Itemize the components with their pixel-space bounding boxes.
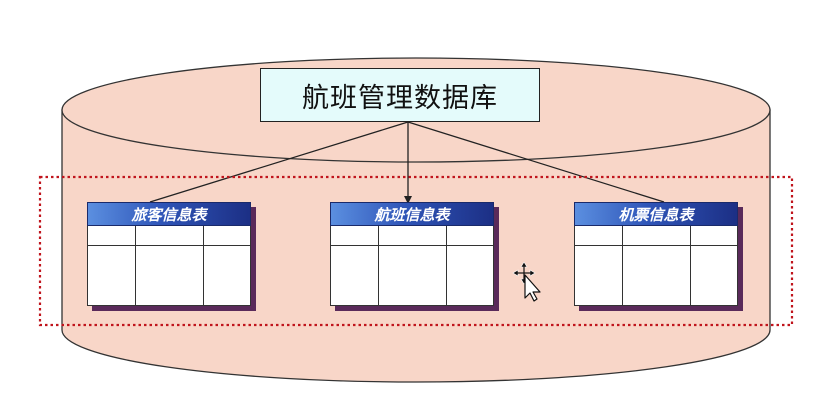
table-cell — [204, 226, 250, 246]
connector-center-arrowhead — [404, 196, 412, 204]
table-grid — [330, 226, 494, 306]
table-cell — [623, 226, 691, 246]
table-cell — [447, 226, 493, 246]
table-cell — [88, 246, 136, 305]
table-flight-info[interactable]: 航班信息表 — [330, 202, 494, 306]
connector-left — [149, 121, 409, 203]
table-cell — [331, 226, 379, 246]
table-grid — [574, 226, 738, 306]
table-cell — [691, 226, 737, 246]
table-title: 旅客信息表 — [131, 205, 207, 224]
move-cursor-icon — [512, 262, 541, 302]
table-cell — [136, 226, 204, 246]
table-header: 航班信息表 — [330, 202, 494, 226]
table-ticket-info[interactable]: 机票信息表 — [574, 202, 738, 306]
table-cell — [575, 246, 623, 305]
connector-right — [407, 121, 665, 203]
table-header: 旅客信息表 — [87, 202, 251, 226]
table-cell — [136, 246, 204, 305]
table-cell — [379, 246, 447, 305]
database-title: 航班管理数据库 — [302, 82, 498, 114]
database-title-box[interactable]: 航班管理数据库 — [260, 68, 540, 122]
table-passenger-info[interactable]: 旅客信息表 — [87, 202, 251, 306]
table-cell — [447, 246, 493, 305]
table-grid — [87, 226, 251, 306]
table-cell — [331, 246, 379, 305]
selection-rectangle[interactable] — [38, 175, 794, 327]
table-cell — [379, 226, 447, 246]
table-cell — [88, 226, 136, 246]
table-cell — [691, 246, 737, 305]
table-cell — [623, 246, 691, 305]
table-cell — [204, 246, 250, 305]
table-title: 航班信息表 — [374, 205, 450, 224]
table-header: 机票信息表 — [574, 202, 738, 226]
table-cell — [575, 226, 623, 246]
table-title: 机票信息表 — [618, 205, 694, 224]
